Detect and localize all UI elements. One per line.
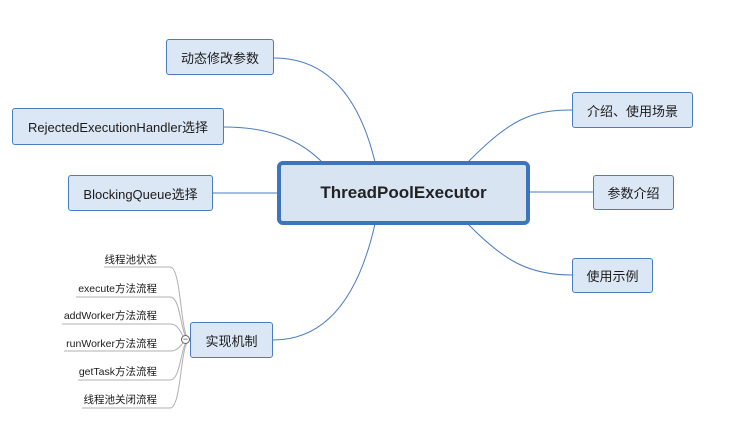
node-rejected[interactable]: RejectedExecutionHandler选择 (12, 108, 224, 145)
node-intro-label: 介绍、使用场景 (586, 103, 678, 119)
connector-impl (272, 223, 376, 341)
leaf-item[interactable]: addWorker方法流程 (63, 310, 157, 322)
central-node[interactable]: ThreadPoolExecutor (277, 161, 530, 225)
node-impl[interactable]: 实现机制 (190, 322, 273, 358)
collapse-symbol: − (182, 334, 189, 344)
connector-rejected (223, 126, 323, 163)
node-dynamic[interactable]: 动态修改参数 (166, 39, 274, 75)
node-queue[interactable]: BlockingQueue选择 (68, 175, 213, 211)
node-queue-label: BlockingQueue选择 (83, 186, 198, 202)
node-dynamic-label: 动态修改参数 (180, 50, 259, 66)
leaf-item[interactable]: runWorker方法流程 (66, 338, 157, 350)
node-params-label: 参数介绍 (607, 186, 660, 201)
leaf-item[interactable]: 线程池关闭流程 (83, 394, 158, 406)
connector-dynamic (273, 57, 376, 163)
node-params[interactable]: 参数介绍 (593, 175, 674, 210)
connector-example (467, 223, 573, 276)
connector-intro (467, 109, 573, 163)
node-example-label: 使用示例 (586, 269, 639, 284)
central-label: ThreadPoolExecutor (320, 183, 487, 202)
leaf-item[interactable]: getTask方法流程 (78, 366, 157, 378)
leaf-item[interactable]: 线程池状态 (104, 254, 158, 266)
node-example[interactable]: 使用示例 (572, 258, 653, 293)
collapse-toggle-icon[interactable]: − (181, 335, 190, 344)
node-rejected-label: RejectedExecutionHandler选择 (28, 120, 208, 135)
leaf-item[interactable]: execute方法流程 (78, 283, 157, 295)
node-intro[interactable]: 介绍、使用场景 (572, 92, 693, 128)
node-impl-label: 实现机制 (205, 333, 258, 349)
